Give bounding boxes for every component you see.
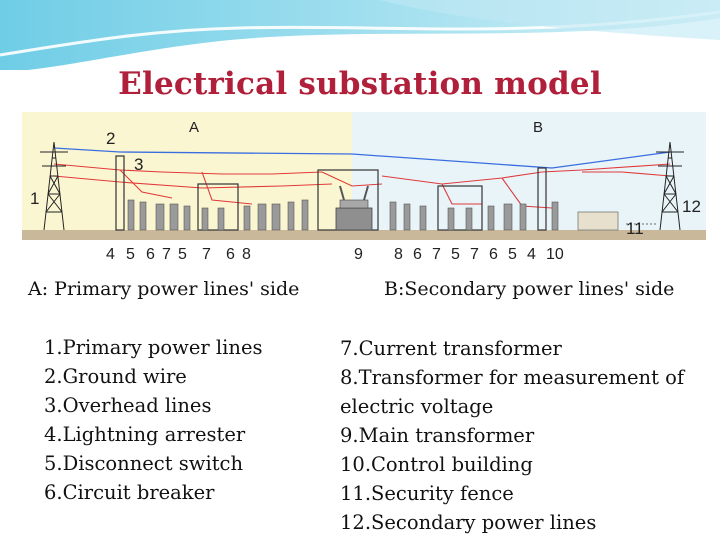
callout-2: 2 bbox=[106, 129, 115, 148]
bottom-number: 5 bbox=[178, 246, 187, 263]
ground-wire bbox=[53, 147, 671, 169]
bottom-number: 6 bbox=[489, 246, 498, 263]
caption-side-b: B:Secondary power lines' side bbox=[384, 278, 675, 300]
bottom-number: 7 bbox=[470, 246, 479, 263]
legend-left: 1.Primary power lines 2.Ground wire 3.Over… bbox=[44, 333, 263, 507]
legend-item: 8.Transformer for measurement of bbox=[340, 366, 685, 389]
legend-item: 6.Circuit breaker bbox=[44, 481, 215, 504]
bottom-number: 10 bbox=[546, 246, 564, 263]
secondary-lattice-tower bbox=[656, 141, 684, 231]
callout-3: 3 bbox=[134, 155, 143, 174]
bottom-number: 8 bbox=[394, 246, 403, 263]
bottom-number: 7 bbox=[162, 246, 171, 263]
section-label-a: A bbox=[189, 119, 199, 136]
legend-item: 2.Ground wire bbox=[44, 365, 187, 388]
substation-equipment bbox=[127, 199, 559, 231]
legend-item: 9.Main transformer bbox=[340, 424, 535, 447]
caption-side-a: A: Primary power lines' side bbox=[28, 278, 300, 300]
bottom-number: 7 bbox=[432, 246, 441, 263]
legend-item: 7.Current transformer bbox=[340, 337, 562, 360]
bottom-number: 6 bbox=[226, 246, 235, 263]
callout-1: 1 bbox=[30, 189, 39, 208]
legend-item: 11.Security fence bbox=[340, 482, 514, 505]
bottom-number: 9 bbox=[354, 246, 363, 263]
bottom-number: 5 bbox=[508, 246, 517, 263]
gantry-frames bbox=[115, 155, 547, 231]
bottom-number: 8 bbox=[242, 246, 251, 263]
legend-right: 7.Current transformer 8.Transformer for m… bbox=[340, 334, 684, 537]
ground bbox=[22, 230, 706, 240]
bottom-number: 4 bbox=[527, 246, 536, 263]
legend-item: 4.Lightning arrester bbox=[44, 423, 246, 446]
section-label-b: B bbox=[533, 119, 543, 136]
legend-item: 12.Secondary power lines bbox=[340, 511, 597, 534]
page-title: Electrical substation model bbox=[118, 66, 602, 102]
overhead-lines bbox=[53, 163, 671, 209]
bottom-number: 7 bbox=[202, 246, 211, 263]
callout-12: 12 bbox=[682, 197, 701, 216]
bottom-number: 6 bbox=[413, 246, 422, 263]
legend-item: electric voltage bbox=[340, 395, 494, 418]
legend-item: 1.Primary power lines bbox=[44, 336, 263, 359]
primary-lattice-tower bbox=[40, 141, 68, 231]
bottom-number: 4 bbox=[106, 246, 115, 263]
bottom-number: 6 bbox=[146, 246, 155, 263]
header-banner bbox=[0, 0, 720, 70]
bottom-number: 5 bbox=[451, 246, 460, 263]
main-transformer bbox=[335, 185, 373, 231]
control-building bbox=[577, 211, 619, 231]
bottom-number: 5 bbox=[126, 246, 135, 263]
legend-item: 10.Control building bbox=[340, 453, 533, 476]
callout-11: 11 bbox=[626, 219, 644, 238]
legend-item: 5.Disconnect switch bbox=[44, 452, 244, 475]
legend-item: 3.Overhead lines bbox=[44, 394, 212, 417]
